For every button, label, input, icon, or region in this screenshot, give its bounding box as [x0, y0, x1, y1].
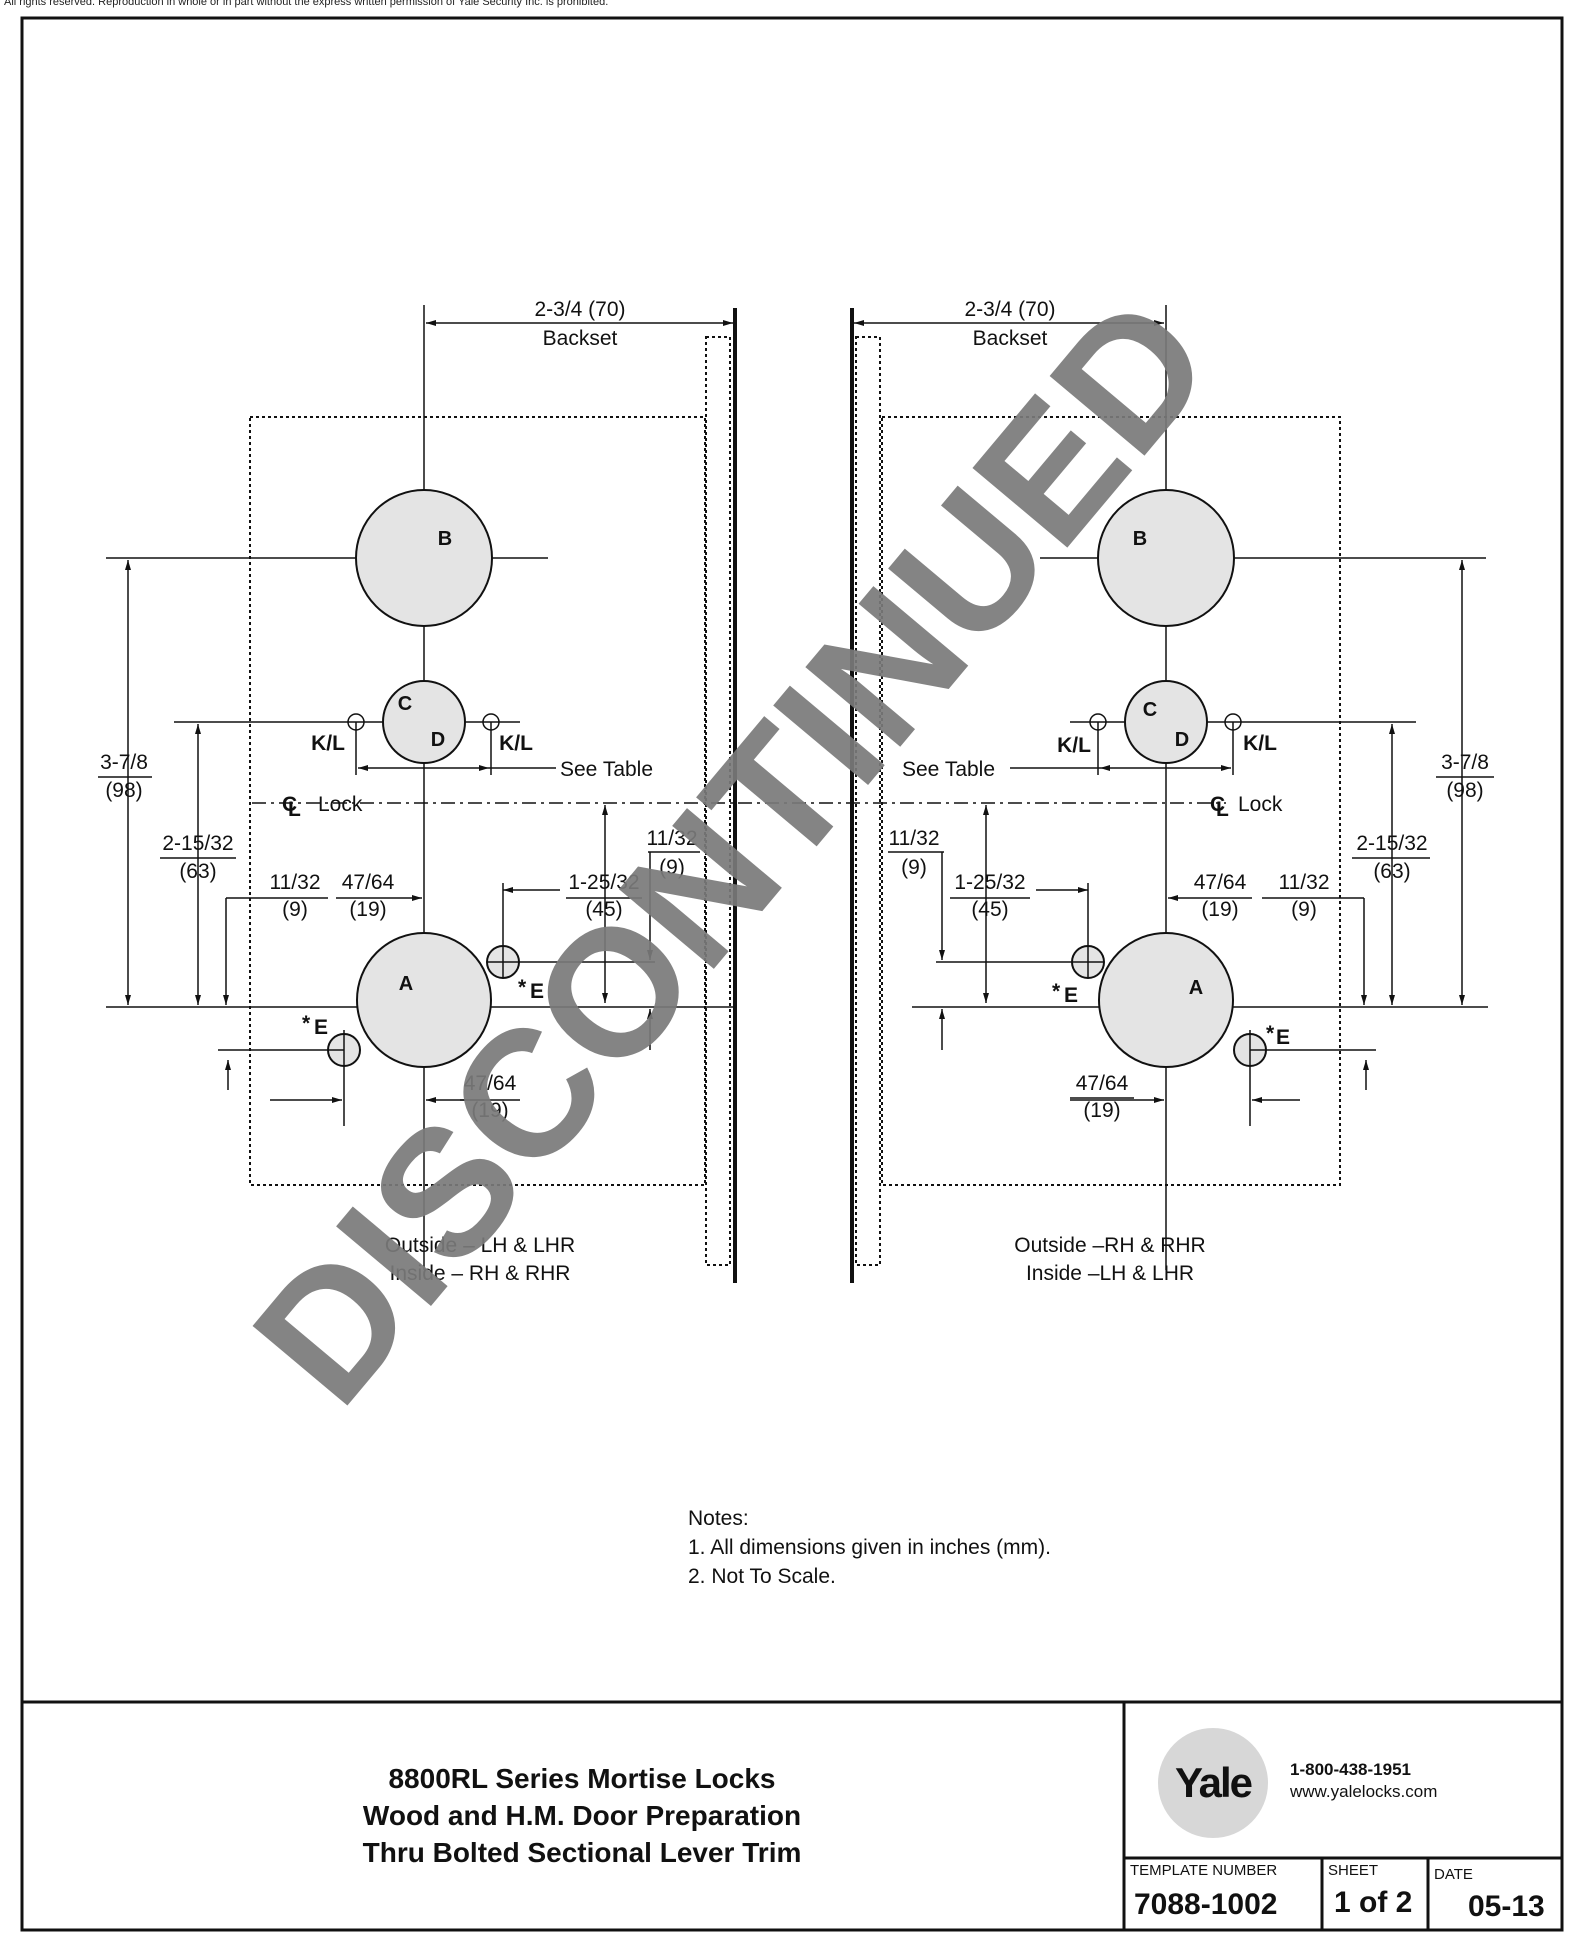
left-caption-inside: Inside – RH & RHR — [390, 1262, 571, 1285]
hole-a-label-right: A — [1189, 977, 1203, 999]
title-line-3: Thru Bolted Sectional Lever Trim — [362, 1837, 802, 1868]
dim-3-7-8-right: 3-7/8 — [1441, 751, 1489, 774]
dim-9-left-a: (9) — [282, 898, 308, 921]
e-label-upper-right: E — [1064, 984, 1078, 1007]
kl-label-left-r: K/L — [1057, 734, 1091, 757]
svg-text:L: L — [1216, 798, 1229, 821]
phone-number: 1-800-438-1951 — [1290, 1760, 1411, 1779]
dim-19-right-a: (19) — [1201, 898, 1238, 921]
yale-logo: Yale — [1158, 1728, 1268, 1838]
dim-47-64-left-b: 47/64 — [464, 1072, 517, 1095]
date-label: DATE — [1434, 1866, 1473, 1883]
dim-98-left: (98) — [105, 779, 142, 802]
hole-cd — [382, 680, 466, 764]
backset-label-right: Backset — [973, 327, 1048, 350]
e-label-upper: E — [530, 980, 544, 1003]
lock-centerline-left: Lock — [318, 793, 363, 816]
backset-value: 2-3/4 (70) — [534, 298, 625, 321]
kl-label-right-r: K/L — [1243, 732, 1277, 755]
e-star-upper-right: * — [1052, 980, 1061, 1003]
sheet-border — [20, 16, 1564, 1932]
template-number: 7088-1002 — [1134, 1888, 1278, 1921]
note-1: 1. All dimensions given in inches (mm). — [688, 1536, 1051, 1559]
sheet-value: 1 of 2 — [1334, 1886, 1413, 1919]
dim-11-32-left-a: 11/32 — [270, 871, 321, 894]
dim-63-right: (63) — [1373, 860, 1410, 883]
dim-47-64-right-a: 47/64 — [1194, 871, 1247, 894]
kl-label-right: K/L — [499, 732, 533, 755]
hole-c-label-right: C — [1143, 699, 1157, 721]
dim-98-right: (98) — [1446, 779, 1483, 802]
e-label-lower: E — [314, 1016, 328, 1039]
see-table-left: See Table — [560, 758, 653, 781]
notes: Notes: 1. All dimensions given in inches… — [688, 1504, 1051, 1591]
dim-19-left-b: (19) — [471, 1099, 508, 1122]
lock-centerline-right: Lock — [1238, 793, 1283, 816]
svg-text:C: C — [282, 793, 297, 816]
dim-2-15-32-right: 2-15/32 — [1356, 832, 1427, 855]
dim-19-left-a: (19) — [349, 898, 386, 921]
dim-19-right-b: (19) — [1083, 1099, 1120, 1122]
dim-9-right-a: (9) — [1291, 898, 1317, 921]
dim-11-32-right-a: 11/32 — [1279, 871, 1330, 894]
left-caption-outside: Outside – LH & LHR — [385, 1234, 575, 1257]
yale-logo-text: Yale — [1174, 1759, 1253, 1806]
hole-a — [356, 932, 492, 1068]
hole-b-label-right: B — [1133, 528, 1147, 550]
hole-c-label: C — [398, 693, 412, 715]
website: www.yalelocks.com — [1290, 1782, 1438, 1801]
hole-a-right — [1098, 932, 1234, 1068]
dim-3-7-8-left: 3-7/8 — [100, 751, 148, 774]
left-view: 2-3/4 (70) Backset B C D K/L K/L See Tab… — [98, 298, 1226, 1285]
hole-d-label: D — [431, 729, 445, 751]
hole-b — [355, 489, 493, 627]
dim-9-right-b: (9) — [901, 856, 927, 879]
lock-case-outline-right — [881, 416, 1341, 1186]
e-star-lower: * — [302, 1012, 311, 1035]
dim-11-32-right-b: 11/32 — [889, 827, 940, 850]
kl-label-left: K/L — [311, 732, 345, 755]
date-value: 05-13 — [1468, 1890, 1545, 1923]
backset-value-right: 2-3/4 (70) — [964, 298, 1055, 321]
notes-title: Notes: — [688, 1507, 749, 1530]
right-caption-inside: Inside –LH & LHR — [1026, 1262, 1194, 1285]
hole-a-label: A — [399, 973, 413, 995]
svg-text:C: C — [1210, 793, 1225, 816]
hole-d-label-right: D — [1175, 729, 1189, 751]
see-table-right: See Table — [902, 758, 995, 781]
right-caption-outside: Outside –RH & RHR — [1014, 1234, 1205, 1257]
sheet-label: SHEET — [1328, 1862, 1379, 1879]
title-line-2: Wood and H.M. Door Preparation — [362, 1800, 802, 1831]
hole-b-label: B — [438, 528, 452, 550]
right-view: 2-3/4 (70) Backset B C D K/L K/L See Tab… — [850, 298, 1494, 1285]
dim-11-32-left-b: 11/32 — [647, 827, 698, 850]
e-label-lower-right: E — [1276, 1026, 1290, 1049]
dim-1-25-32-right: 1-25/32 — [954, 871, 1025, 894]
dim-45-right: (45) — [971, 898, 1008, 921]
template-number-label: TEMPLATE NUMBER — [1130, 1862, 1278, 1879]
hole-cd-right — [1124, 680, 1208, 764]
dim-63-left: (63) — [179, 860, 216, 883]
dim-9-left-b: (9) — [659, 856, 685, 879]
note-2: 2. Not To Scale. — [688, 1565, 836, 1588]
drawing-title: 8800RL Series Mortise Locks Wood and H.M… — [22, 1760, 1142, 1871]
svg-text:L: L — [288, 798, 301, 821]
copyright-notice: All rights reserved. Reproduction in who… — [4, 0, 609, 8]
dim-47-64-right-b: 47/64 — [1076, 1072, 1129, 1095]
e-star-lower-right: * — [1266, 1022, 1275, 1045]
dim-2-15-32-left: 2-15/32 — [162, 832, 233, 855]
hole-b-right — [1097, 489, 1235, 627]
title-line-1: 8800RL Series Mortise Locks — [388, 1763, 776, 1794]
dim-47-64-left-a: 47/64 — [342, 871, 395, 894]
backset-label: Backset — [543, 327, 618, 350]
e-star-upper: * — [518, 976, 527, 999]
